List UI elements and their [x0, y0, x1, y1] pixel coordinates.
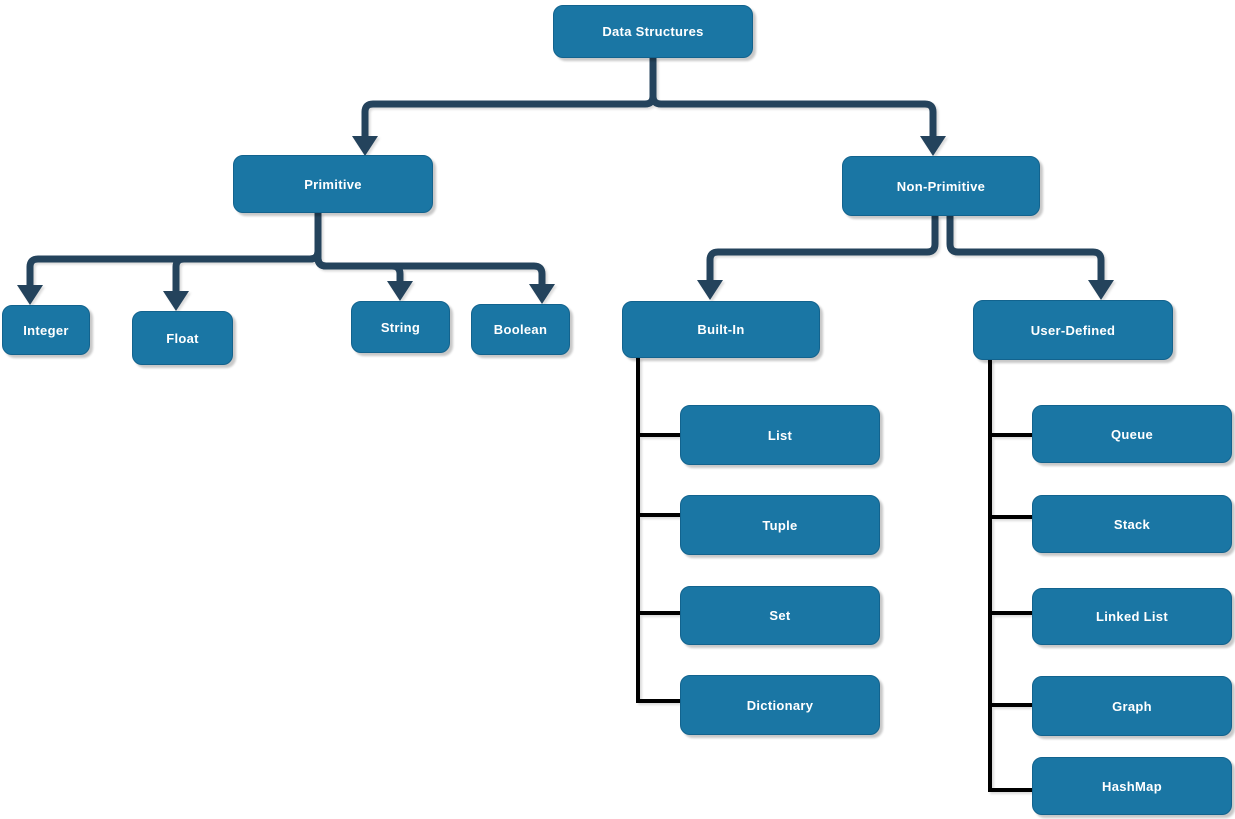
node-tuple[interactable]: Tuple — [680, 495, 880, 555]
node-boolean[interactable]: Boolean — [471, 304, 570, 355]
node-graph[interactable]: Graph — [1032, 676, 1232, 736]
node-built-in[interactable]: Built-In — [622, 301, 820, 358]
node-list-label: List — [767, 427, 793, 443]
connector-non-primitive-built-in — [697, 216, 939, 300]
node-hashmap[interactable]: HashMap — [1032, 757, 1232, 815]
node-graph-label: Graph — [1112, 698, 1152, 714]
node-user-defined[interactable]: User-Defined — [973, 300, 1173, 360]
node-stack[interactable]: Stack — [1032, 495, 1232, 553]
node-integer-label: Integer — [23, 322, 69, 338]
node-queue-label: Queue — [1111, 426, 1153, 442]
arrowhead-boolean — [529, 284, 555, 304]
node-integer[interactable]: Integer — [2, 305, 90, 355]
node-hashmap-label: HashMap — [1102, 778, 1162, 794]
arrowhead-integer — [17, 285, 43, 305]
arrowhead-string — [387, 281, 413, 301]
node-set[interactable]: Set — [680, 586, 880, 645]
node-tuple-label: Tuple — [762, 517, 798, 533]
node-boolean-label: Boolean — [493, 322, 548, 337]
arrowhead-built-in — [697, 280, 723, 300]
node-set-label: Set — [769, 608, 791, 623]
node-primitive-label: Primitive — [304, 176, 362, 192]
branch-user-defined — [988, 360, 1032, 792]
connector-primitive-boolean — [314, 213, 555, 304]
arrowhead-user-defined — [1088, 280, 1114, 300]
connector-root-non-primitive — [649, 58, 946, 156]
node-float[interactable]: Float — [132, 311, 233, 365]
node-queue[interactable]: Queue — [1032, 405, 1232, 463]
node-float-label: Float — [166, 330, 199, 346]
node-string[interactable]: String — [351, 301, 450, 353]
node-data-structures-label: Data Structures — [602, 24, 704, 39]
node-stack-label: Stack — [1113, 516, 1151, 532]
node-list[interactable]: List — [680, 405, 880, 465]
node-dictionary[interactable]: Dictionary — [680, 675, 880, 735]
node-primitive[interactable]: Primitive — [233, 155, 433, 213]
node-string-label: String — [380, 319, 421, 335]
connector-non-primitive-user-defined — [946, 216, 1114, 300]
node-data-structures[interactable]: Data Structures — [553, 5, 753, 58]
branch-built-in — [636, 358, 680, 703]
node-non-primitive-label: Non-Primitive — [896, 178, 986, 194]
arrowhead-float — [163, 291, 189, 311]
node-user-defined-label: User-Defined — [1030, 322, 1116, 338]
connector-primitive-string — [314, 213, 413, 301]
node-non-primitive[interactable]: Non-Primitive — [842, 156, 1040, 216]
node-built-in-label: Built-In — [697, 322, 745, 337]
node-dictionary-label: Dictionary — [746, 697, 814, 713]
arrowhead-non-primitive — [920, 136, 946, 156]
node-linked-list[interactable]: Linked List — [1032, 588, 1232, 645]
connector-primitive-float — [163, 213, 322, 311]
node-linked-list-label: Linked List — [1096, 609, 1168, 624]
connector-root-primitive — [352, 58, 657, 156]
arrowhead-primitive — [352, 136, 378, 156]
